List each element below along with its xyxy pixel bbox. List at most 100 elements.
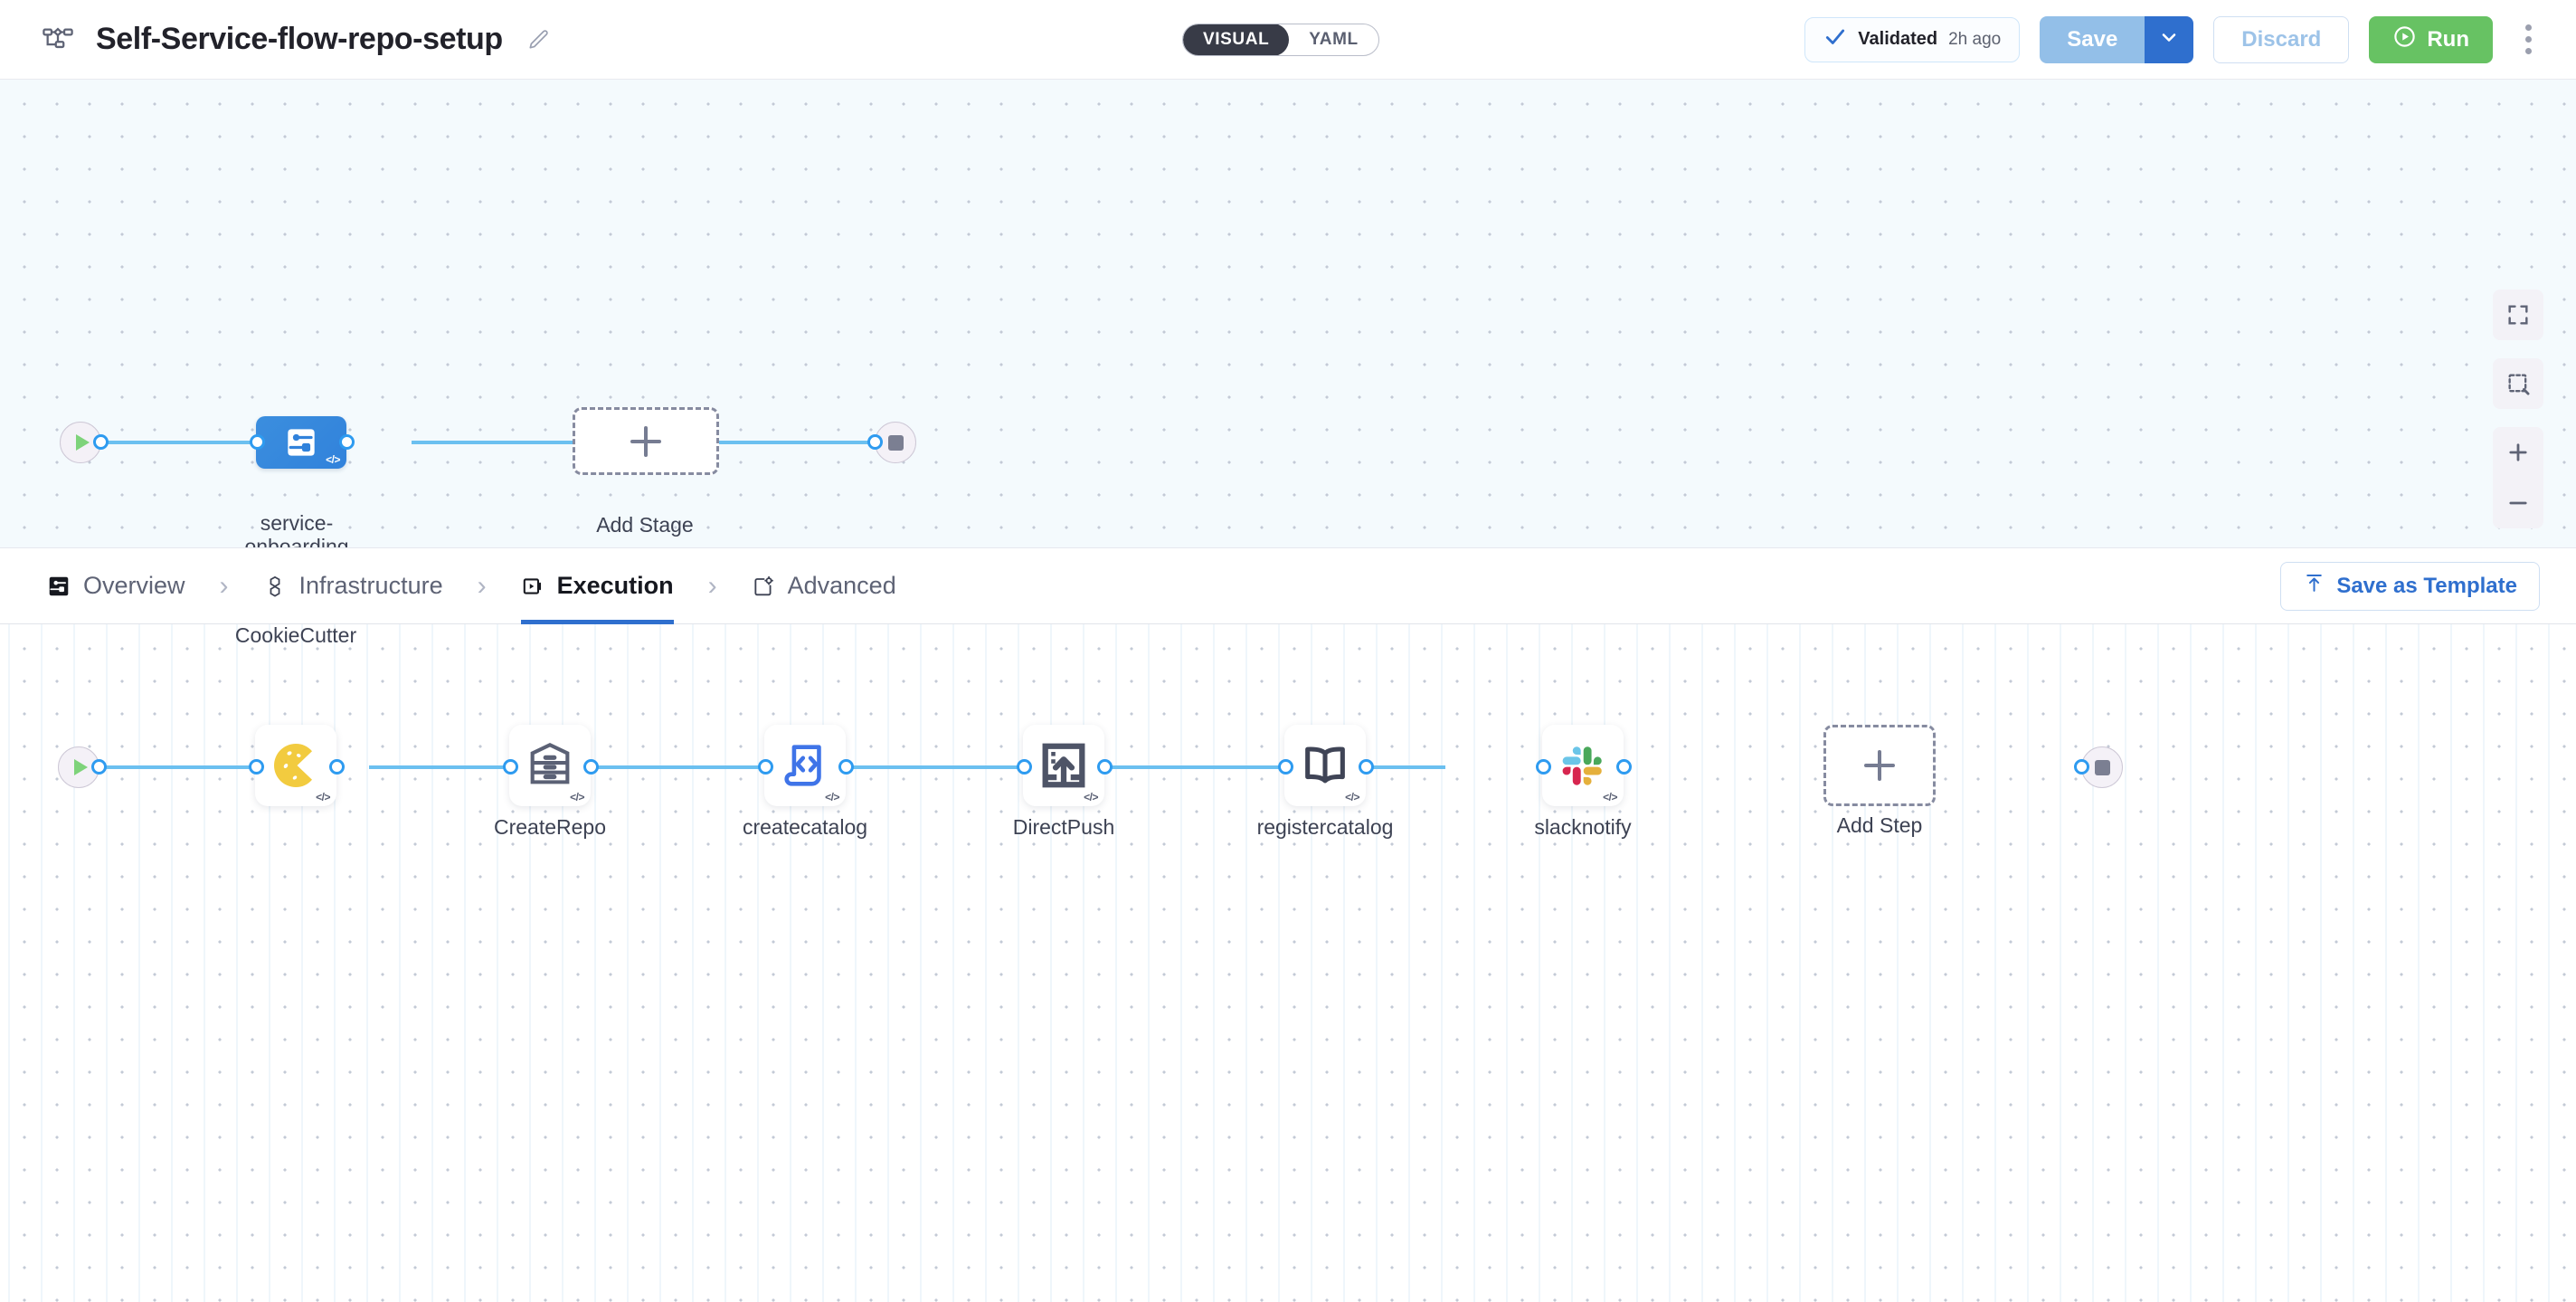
expand-icon [2508,305,2528,325]
zoom-in-button[interactable] [2493,427,2543,478]
step-label-createcatalog: createcatalog [742,815,868,839]
slack-logo-icon [1562,746,1602,785]
kebab-menu-icon[interactable] [2513,16,2543,63]
stage-deployment-icon [288,429,315,456]
stage-label-line1: service- [260,511,334,535]
upload-template-icon [2303,572,2325,601]
marquee-select-icon [2508,374,2530,395]
edge-directpush-to-registercatalog [802,765,956,769]
step-label-registercatalog: registercatalog [1256,815,1394,839]
step-node-cookiecutter[interactable]: </> [255,725,336,806]
plus-icon [2509,443,2527,461]
execution-step-canvas[interactable]: </> CookieCutter </> CreateRepo </> crea… [0,624,2576,1302]
tab-execution[interactable]: Execution [520,548,674,624]
add-stage-label: Add Stage [596,513,694,537]
edge-start-to-stage [99,441,308,444]
tab-execution-label: Execution [556,572,674,599]
stage-node-label: service- onboarding [202,511,392,548]
registercatalog-out-port[interactable] [1359,759,1374,775]
tab-overview[interactable]: Overview [47,548,185,624]
stage-start-port[interactable] [93,434,109,450]
slacknotify-in-port[interactable] [1536,759,1551,775]
selection-box-button[interactable] [2493,358,2543,409]
step-code-badge: </> [1603,791,1617,803]
status-badge-validated: Validated 2h ago [1804,16,2021,62]
stage-in-port[interactable] [250,434,265,450]
step-start-node[interactable] [58,746,99,788]
stage-tab-bar: Overview › Infrastructure › Execution › [0,548,2576,624]
pencil-edit-icon[interactable] [523,24,554,55]
edge-createcatalog-to-directpush [655,765,804,769]
save-as-template-label: Save as Template [2336,573,2517,598]
fit-to-screen-button[interactable] [2493,290,2543,340]
cookie-icon [274,744,312,787]
run-button[interactable]: Run [2369,15,2493,63]
createcatalog-out-port[interactable] [838,759,854,775]
infrastructure-icon [263,575,287,598]
createrepo-in-port[interactable] [503,759,518,775]
step-node-createrepo[interactable]: </> [509,725,591,806]
stage-end-port[interactable] [867,434,883,450]
step-start-port[interactable] [91,759,107,775]
step-node-slacknotify[interactable]: </> [1542,725,1624,806]
execution-icon [521,575,545,598]
add-stage-button[interactable] [573,407,719,475]
step-code-badge: </> [570,791,584,803]
header-actions: Validated 2h ago Save Discard Run [1804,15,2543,63]
stage-end-node[interactable] [875,422,916,463]
createrepo-out-port[interactable] [583,759,599,775]
push-upload-icon [1042,743,1085,788]
tab-infrastructure[interactable]: Infrastructure [263,548,443,624]
add-step-label: Add Step [1836,813,1923,837]
toggle-option-visual[interactable]: VISUAL [1183,24,1290,55]
validated-timestamp: 2h ago [1948,29,2002,49]
save-dropdown-button[interactable] [2145,15,2194,63]
step-node-registercatalog[interactable]: </> [1284,725,1366,806]
edge-cookiecutter-to-createrepo [369,765,514,769]
header-left-group: Self-Service-flow-repo-setup [40,22,554,58]
save-button-group: Save [2040,15,2194,63]
plus-icon [1864,750,1895,781]
stop-square-icon [2094,759,2110,775]
directpush-out-port[interactable] [1097,759,1113,775]
directpush-in-port[interactable] [1017,759,1032,775]
step-end-port[interactable] [2074,759,2089,775]
page-title: Self-Service-flow-repo-setup [96,22,503,56]
stage-node-service-onboarding[interactable]: </> [256,416,346,469]
tab-overview-label: Overview [83,572,185,599]
tab-advanced[interactable]: Advanced [752,548,896,624]
chevron-down-icon [2158,26,2180,52]
view-mode-toggle[interactable]: VISUAL YAML [1182,23,1379,56]
stop-square-icon [887,434,904,451]
stage-out-port[interactable] [339,434,355,450]
registercatalog-in-port[interactable] [1278,759,1293,775]
cookiecutter-out-port[interactable] [329,759,345,775]
step-node-createcatalog[interactable]: </> [764,725,846,806]
step-label-slacknotify: slacknotify [1534,815,1632,839]
zoom-out-button[interactable] [2493,478,2543,528]
edge-stage-to-addstage [412,441,574,444]
plus-icon [630,425,661,457]
step-node-directpush[interactable]: </> [1023,725,1104,806]
stage-code-badge: </> [326,453,340,466]
tab-separator: › [219,570,229,601]
stage-label-line2: onboarding [244,534,349,548]
stage-canvas[interactable]: </> service- onboarding Add Stage [0,80,2576,548]
discard-button[interactable]: Discard [2213,15,2350,63]
pipeline-flow-icon [40,22,76,58]
step-label-directpush: DirectPush [1012,815,1115,839]
save-button[interactable]: Save [2040,15,2145,63]
edge-slacknotify-to-addstep [1102,765,1264,769]
zoom-controls-group [2493,427,2543,528]
add-step-button[interactable] [1823,725,1936,806]
check-icon [1823,25,1847,53]
step-code-badge: </> [316,791,330,803]
cookiecutter-in-port[interactable] [249,759,264,775]
save-as-template-button[interactable]: Save as Template [2280,561,2540,611]
createcatalog-in-port[interactable] [758,759,773,775]
view-mode-toggle-wrap: VISUAL YAML [1182,23,1379,56]
slacknotify-out-port[interactable] [1616,759,1632,775]
toggle-option-yaml[interactable]: YAML [1309,29,1359,49]
step-code-badge: </> [1084,791,1098,803]
tab-advanced-label: Advanced [787,572,896,599]
